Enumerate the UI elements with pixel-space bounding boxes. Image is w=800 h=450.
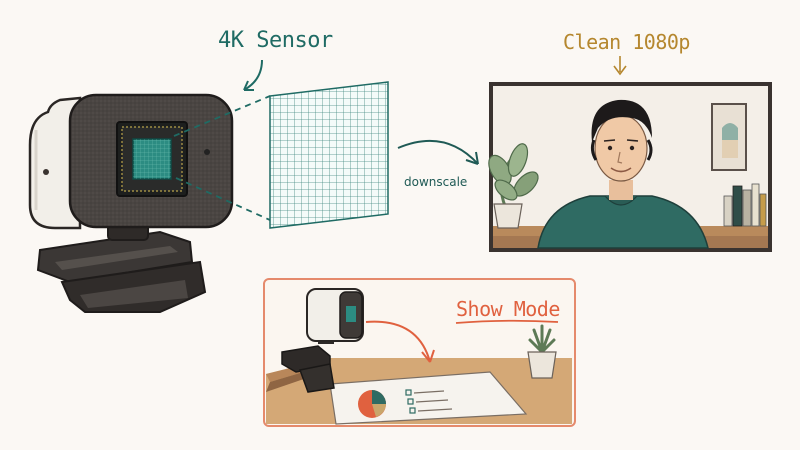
sensor-grid-icon xyxy=(270,82,388,228)
show-mode-label: Show Mode xyxy=(456,297,560,321)
output-callout-arrow xyxy=(614,56,626,74)
clean-output-label: Clean 1080p xyxy=(563,30,690,54)
downscale-label: downscale xyxy=(404,175,467,189)
sensor-label: 4K Sensor xyxy=(218,28,333,53)
wall-art xyxy=(712,104,746,170)
webcam-illustration xyxy=(30,95,232,312)
output-frame xyxy=(484,82,772,252)
webcam-stand xyxy=(38,218,205,312)
